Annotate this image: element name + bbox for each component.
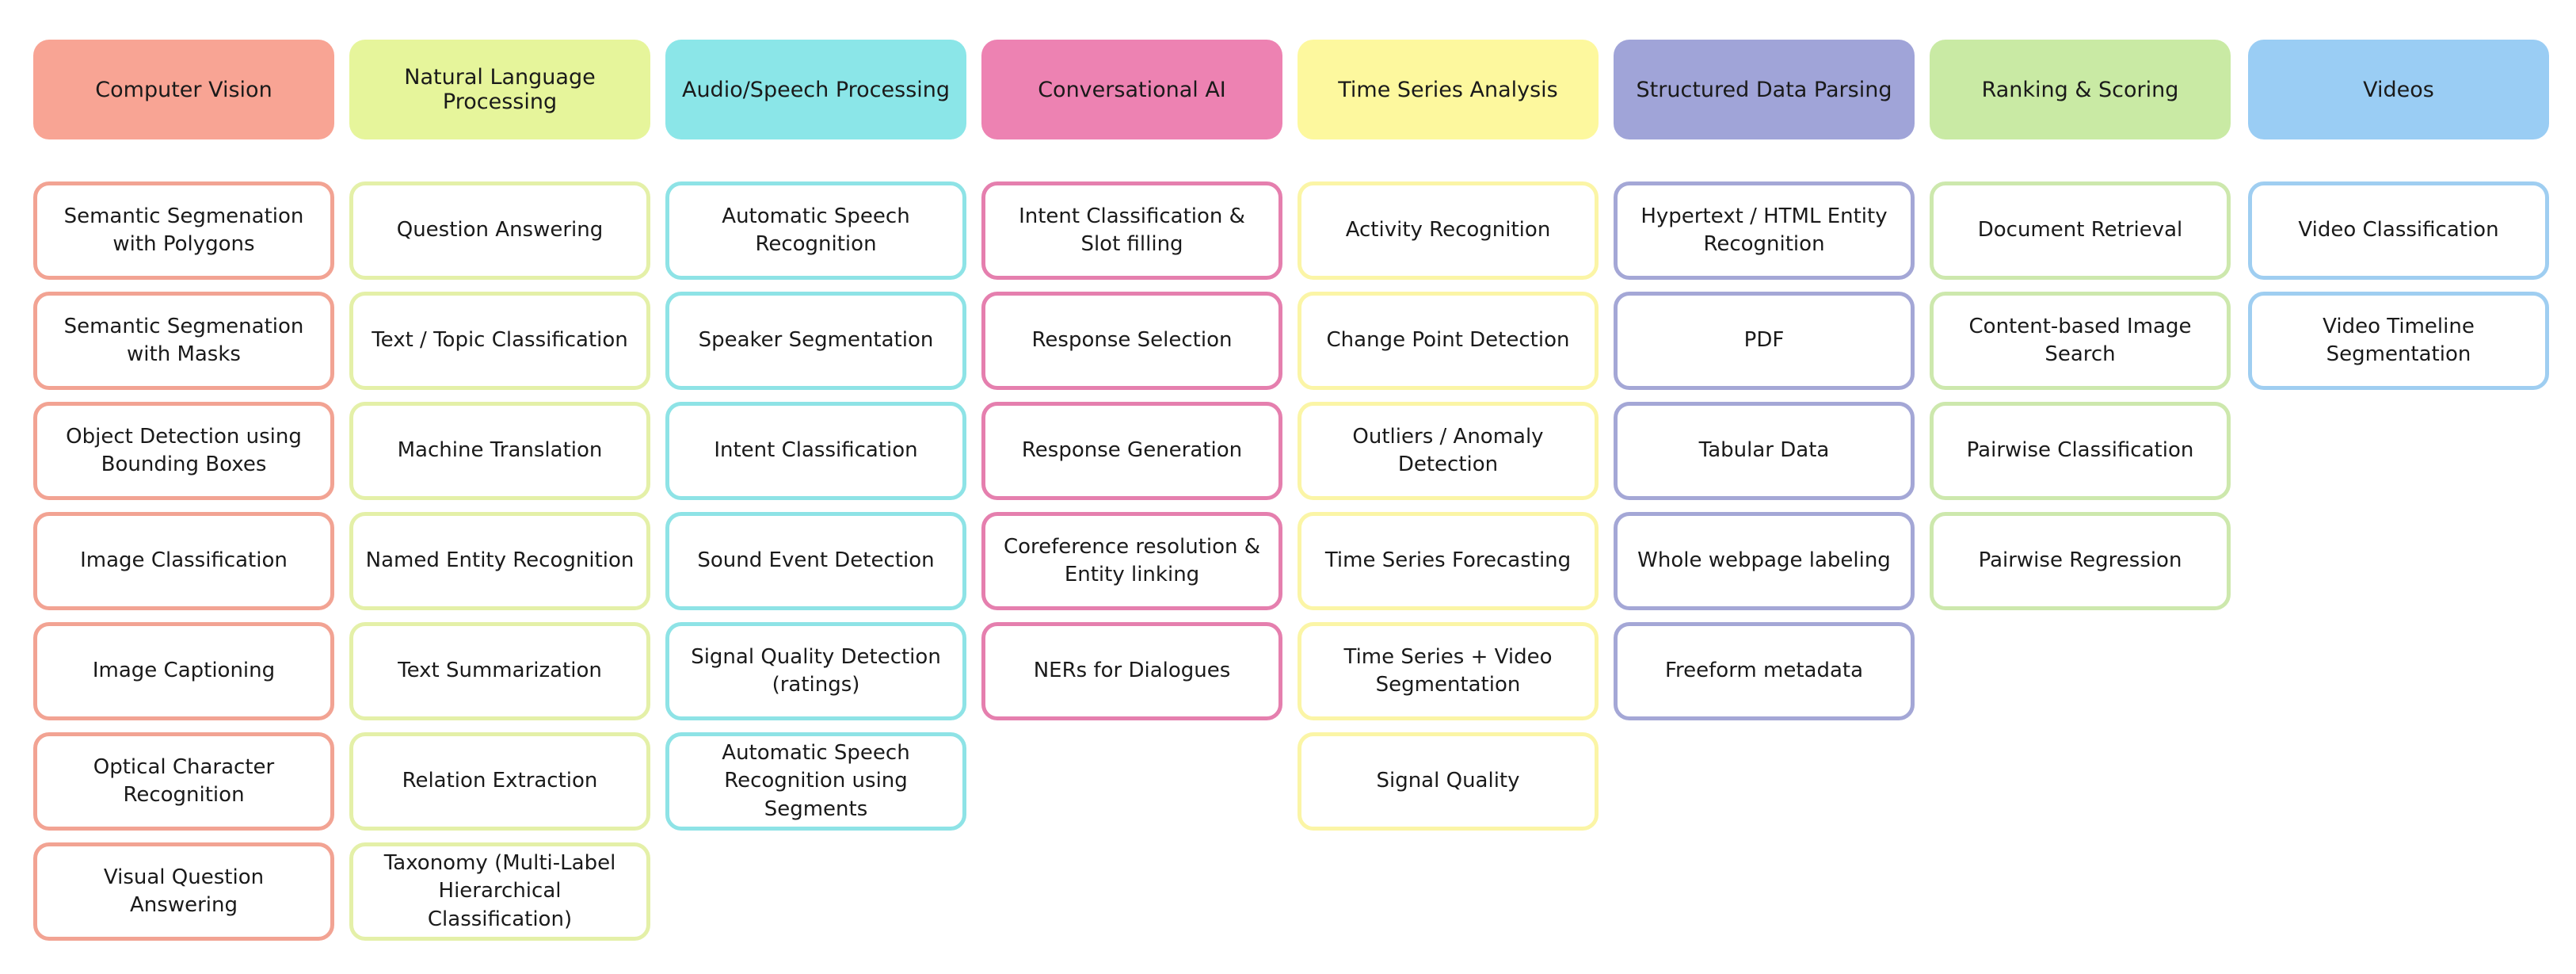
card-audio-3[interactable]: Sound Event Detection: [665, 512, 966, 610]
header-conv[interactable]: Conversational AI: [981, 40, 1282, 139]
card-nlp-1[interactable]: Text / Topic Classification: [349, 292, 650, 390]
card-sdp-1[interactable]: PDF: [1614, 292, 1915, 390]
header-rank[interactable]: Ranking & Scoring: [1930, 40, 2231, 139]
card-ts-4[interactable]: Time Series + Video Segmentation: [1298, 622, 1599, 720]
card-video-0[interactable]: Video Classification: [2248, 181, 2549, 280]
card-nlp-3[interactable]: Named Entity Recognition: [349, 512, 650, 610]
card-sdp-4[interactable]: Freeform metadata: [1614, 622, 1915, 720]
card-sdp-2[interactable]: Tabular Data: [1614, 402, 1915, 500]
card-conv-4[interactable]: NERs for Dialogues: [981, 622, 1282, 720]
card-cv-5[interactable]: Optical Character Recognition: [33, 732, 334, 831]
card-audio-1[interactable]: Speaker Segmentation: [665, 292, 966, 390]
card-nlp-5[interactable]: Relation Extraction: [349, 732, 650, 831]
header-video[interactable]: Videos: [2248, 40, 2549, 139]
card-rank-3[interactable]: Pairwise Regression: [1930, 512, 2231, 610]
card-audio-4[interactable]: Signal Quality Detection (ratings): [665, 622, 966, 720]
card-ts-3[interactable]: Time Series Forecasting: [1298, 512, 1599, 610]
card-cv-4[interactable]: Image Captioning: [33, 622, 334, 720]
header-ts[interactable]: Time Series Analysis: [1298, 40, 1599, 139]
card-cv-2[interactable]: Object Detection using Bounding Boxes: [33, 402, 334, 500]
card-rank-0[interactable]: Document Retrieval: [1930, 181, 2231, 280]
card-video-1[interactable]: Video Timeline Segmentation: [2248, 292, 2549, 390]
card-conv-0[interactable]: Intent Classification & Slot filling: [981, 181, 1282, 280]
card-cv-0[interactable]: Semantic Segmenation with Polygons: [33, 181, 334, 280]
card-ts-0[interactable]: Activity Recognition: [1298, 181, 1599, 280]
card-nlp-2[interactable]: Machine Translation: [349, 402, 650, 500]
header-nlp[interactable]: Natural Language Processing: [349, 40, 650, 139]
card-sdp-3[interactable]: Whole webpage labeling: [1614, 512, 1915, 610]
card-ts-5[interactable]: Signal Quality: [1298, 732, 1599, 831]
card-nlp-6[interactable]: Taxonomy (Multi-Label Hierarchical Class…: [349, 842, 650, 941]
card-cv-6[interactable]: Visual Question Answering: [33, 842, 334, 941]
card-nlp-4[interactable]: Text Summarization: [349, 622, 650, 720]
card-conv-1[interactable]: Response Selection: [981, 292, 1282, 390]
card-conv-2[interactable]: Response Generation: [981, 402, 1282, 500]
card-conv-3[interactable]: Coreference resolution & Entity linking: [981, 512, 1282, 610]
card-sdp-0[interactable]: Hypertext / HTML Entity Recognition: [1614, 181, 1915, 280]
card-audio-0[interactable]: Automatic Speech Recognition: [665, 181, 966, 280]
card-audio-2[interactable]: Intent Classification: [665, 402, 966, 500]
header-sdp[interactable]: Structured Data Parsing: [1614, 40, 1915, 139]
card-ts-2[interactable]: Outliers / Anomaly Detection: [1298, 402, 1599, 500]
card-rank-1[interactable]: Content-based Image Search: [1930, 292, 2231, 390]
card-ts-1[interactable]: Change Point Detection: [1298, 292, 1599, 390]
card-cv-3[interactable]: Image Classification: [33, 512, 334, 610]
card-rank-2[interactable]: Pairwise Classification: [1930, 402, 2231, 500]
card-nlp-0[interactable]: Question Answering: [349, 181, 650, 280]
card-cv-1[interactable]: Semantic Segmenation with Masks: [33, 292, 334, 390]
header-audio[interactable]: Audio/Speech Processing: [665, 40, 966, 139]
header-cv[interactable]: Computer Vision: [33, 40, 334, 139]
column-conv: Conversational AI Intent Classification &…: [981, 40, 1282, 732]
card-audio-5[interactable]: Automatic Speech Recognition using Segme…: [665, 732, 966, 831]
